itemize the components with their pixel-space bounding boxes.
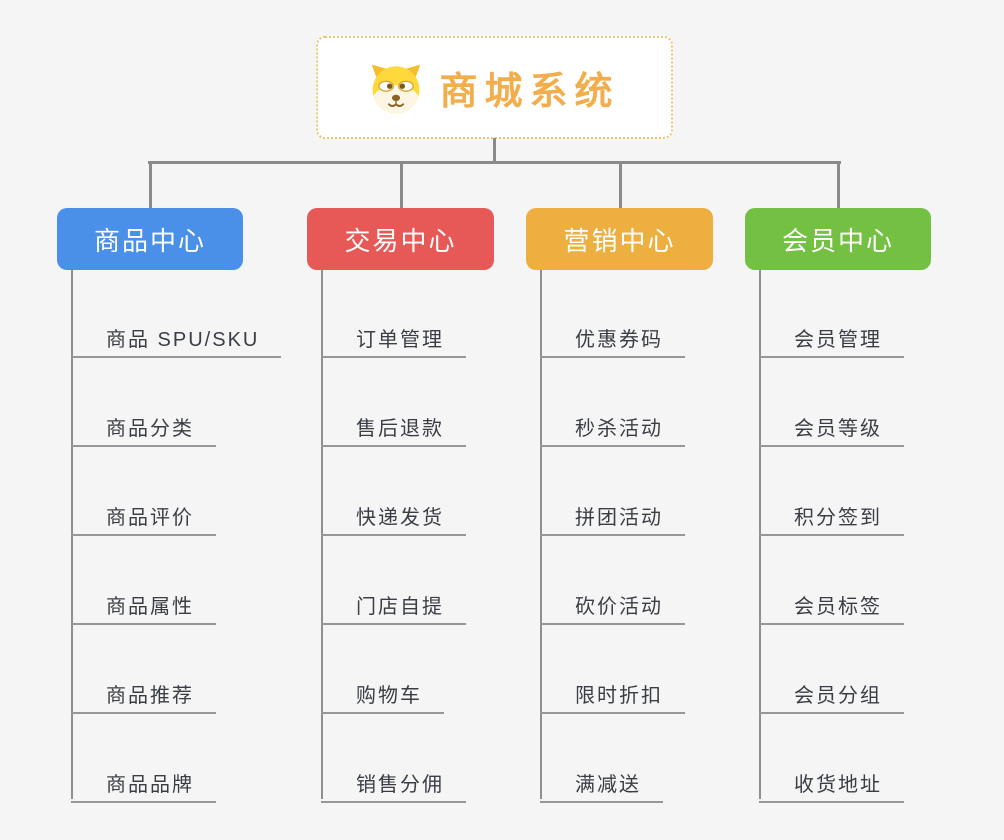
leaf-item[interactable]: 优惠券码 <box>540 310 685 358</box>
branch: 营销中心 优惠券码秒杀活动拼团活动砍价活动限时折扣满减送 <box>526 162 713 822</box>
leaf-item[interactable]: 满减送 <box>540 755 663 803</box>
branch-label: 营销中心 <box>563 225 676 256</box>
connector-bus <box>148 161 841 164</box>
leaf-item[interactable]: 商品分类 <box>71 399 216 447</box>
leaf-item[interactable]: 商品推荐 <box>71 666 216 714</box>
leaf-item[interactable]: 会员标签 <box>759 577 904 625</box>
leaf-item[interactable]: 商品 SPU/SKU <box>71 310 282 358</box>
connector-drop-icon <box>618 162 622 208</box>
branch: 会员中心 会员管理会员等级积分签到会员标签会员分组收货地址 <box>745 162 931 822</box>
leaf-item[interactable]: 会员分组 <box>759 666 904 714</box>
leaf-item[interactable]: 秒杀活动 <box>540 399 685 447</box>
root-node[interactable]: 商城系统 <box>316 36 673 139</box>
leaf-item[interactable]: 会员管理 <box>759 310 904 358</box>
branch-header-1[interactable]: 交易中心 <box>307 208 494 270</box>
leaf-item[interactable]: 门店自提 <box>321 577 466 625</box>
dog-face-icon <box>369 61 423 115</box>
leaf-item[interactable]: 限时折扣 <box>540 666 685 714</box>
leaf-item[interactable]: 销售分佣 <box>321 755 466 803</box>
leaf-item[interactable]: 收货地址 <box>759 755 904 803</box>
leaf-item[interactable]: 拼团活动 <box>540 488 685 536</box>
connector-drop-icon <box>149 162 152 208</box>
leaf-item[interactable]: 商品属性 <box>71 577 216 625</box>
branch-header-2[interactable]: 营销中心 <box>526 208 713 270</box>
leaf-item[interactable]: 商品品牌 <box>71 755 216 803</box>
leaf-item[interactable]: 订单管理 <box>321 310 466 358</box>
leaf-item[interactable]: 积分签到 <box>759 488 904 536</box>
leaf-item[interactable]: 快递发货 <box>321 488 466 536</box>
branch: 交易中心 订单管理售后退款快递发货门店自提购物车销售分佣 <box>307 162 494 822</box>
branch-label: 交易中心 <box>344 225 457 256</box>
leaf-item[interactable]: 商品评价 <box>71 488 216 536</box>
branch-label: 会员中心 <box>781 225 894 256</box>
branch-header-0[interactable]: 商品中心 <box>57 208 243 270</box>
leaf-item[interactable]: 购物车 <box>321 666 444 714</box>
connector-drop-icon <box>837 162 840 208</box>
branch-label: 商品中心 <box>93 225 206 256</box>
branch-header-3[interactable]: 会员中心 <box>745 208 931 270</box>
connector-root-stem <box>493 138 496 164</box>
leaf-item[interactable]: 售后退款 <box>321 399 466 447</box>
leaf-item[interactable]: 会员等级 <box>759 399 904 447</box>
connector-drop-icon <box>399 162 403 208</box>
leaf-item[interactable]: 砍价活动 <box>540 577 685 625</box>
root-title: 商城系统 <box>439 71 620 113</box>
branch: 商品中心 商品 SPU/SKU 商品分类商品评价商品属性商品推荐商品品牌 <box>57 162 282 822</box>
